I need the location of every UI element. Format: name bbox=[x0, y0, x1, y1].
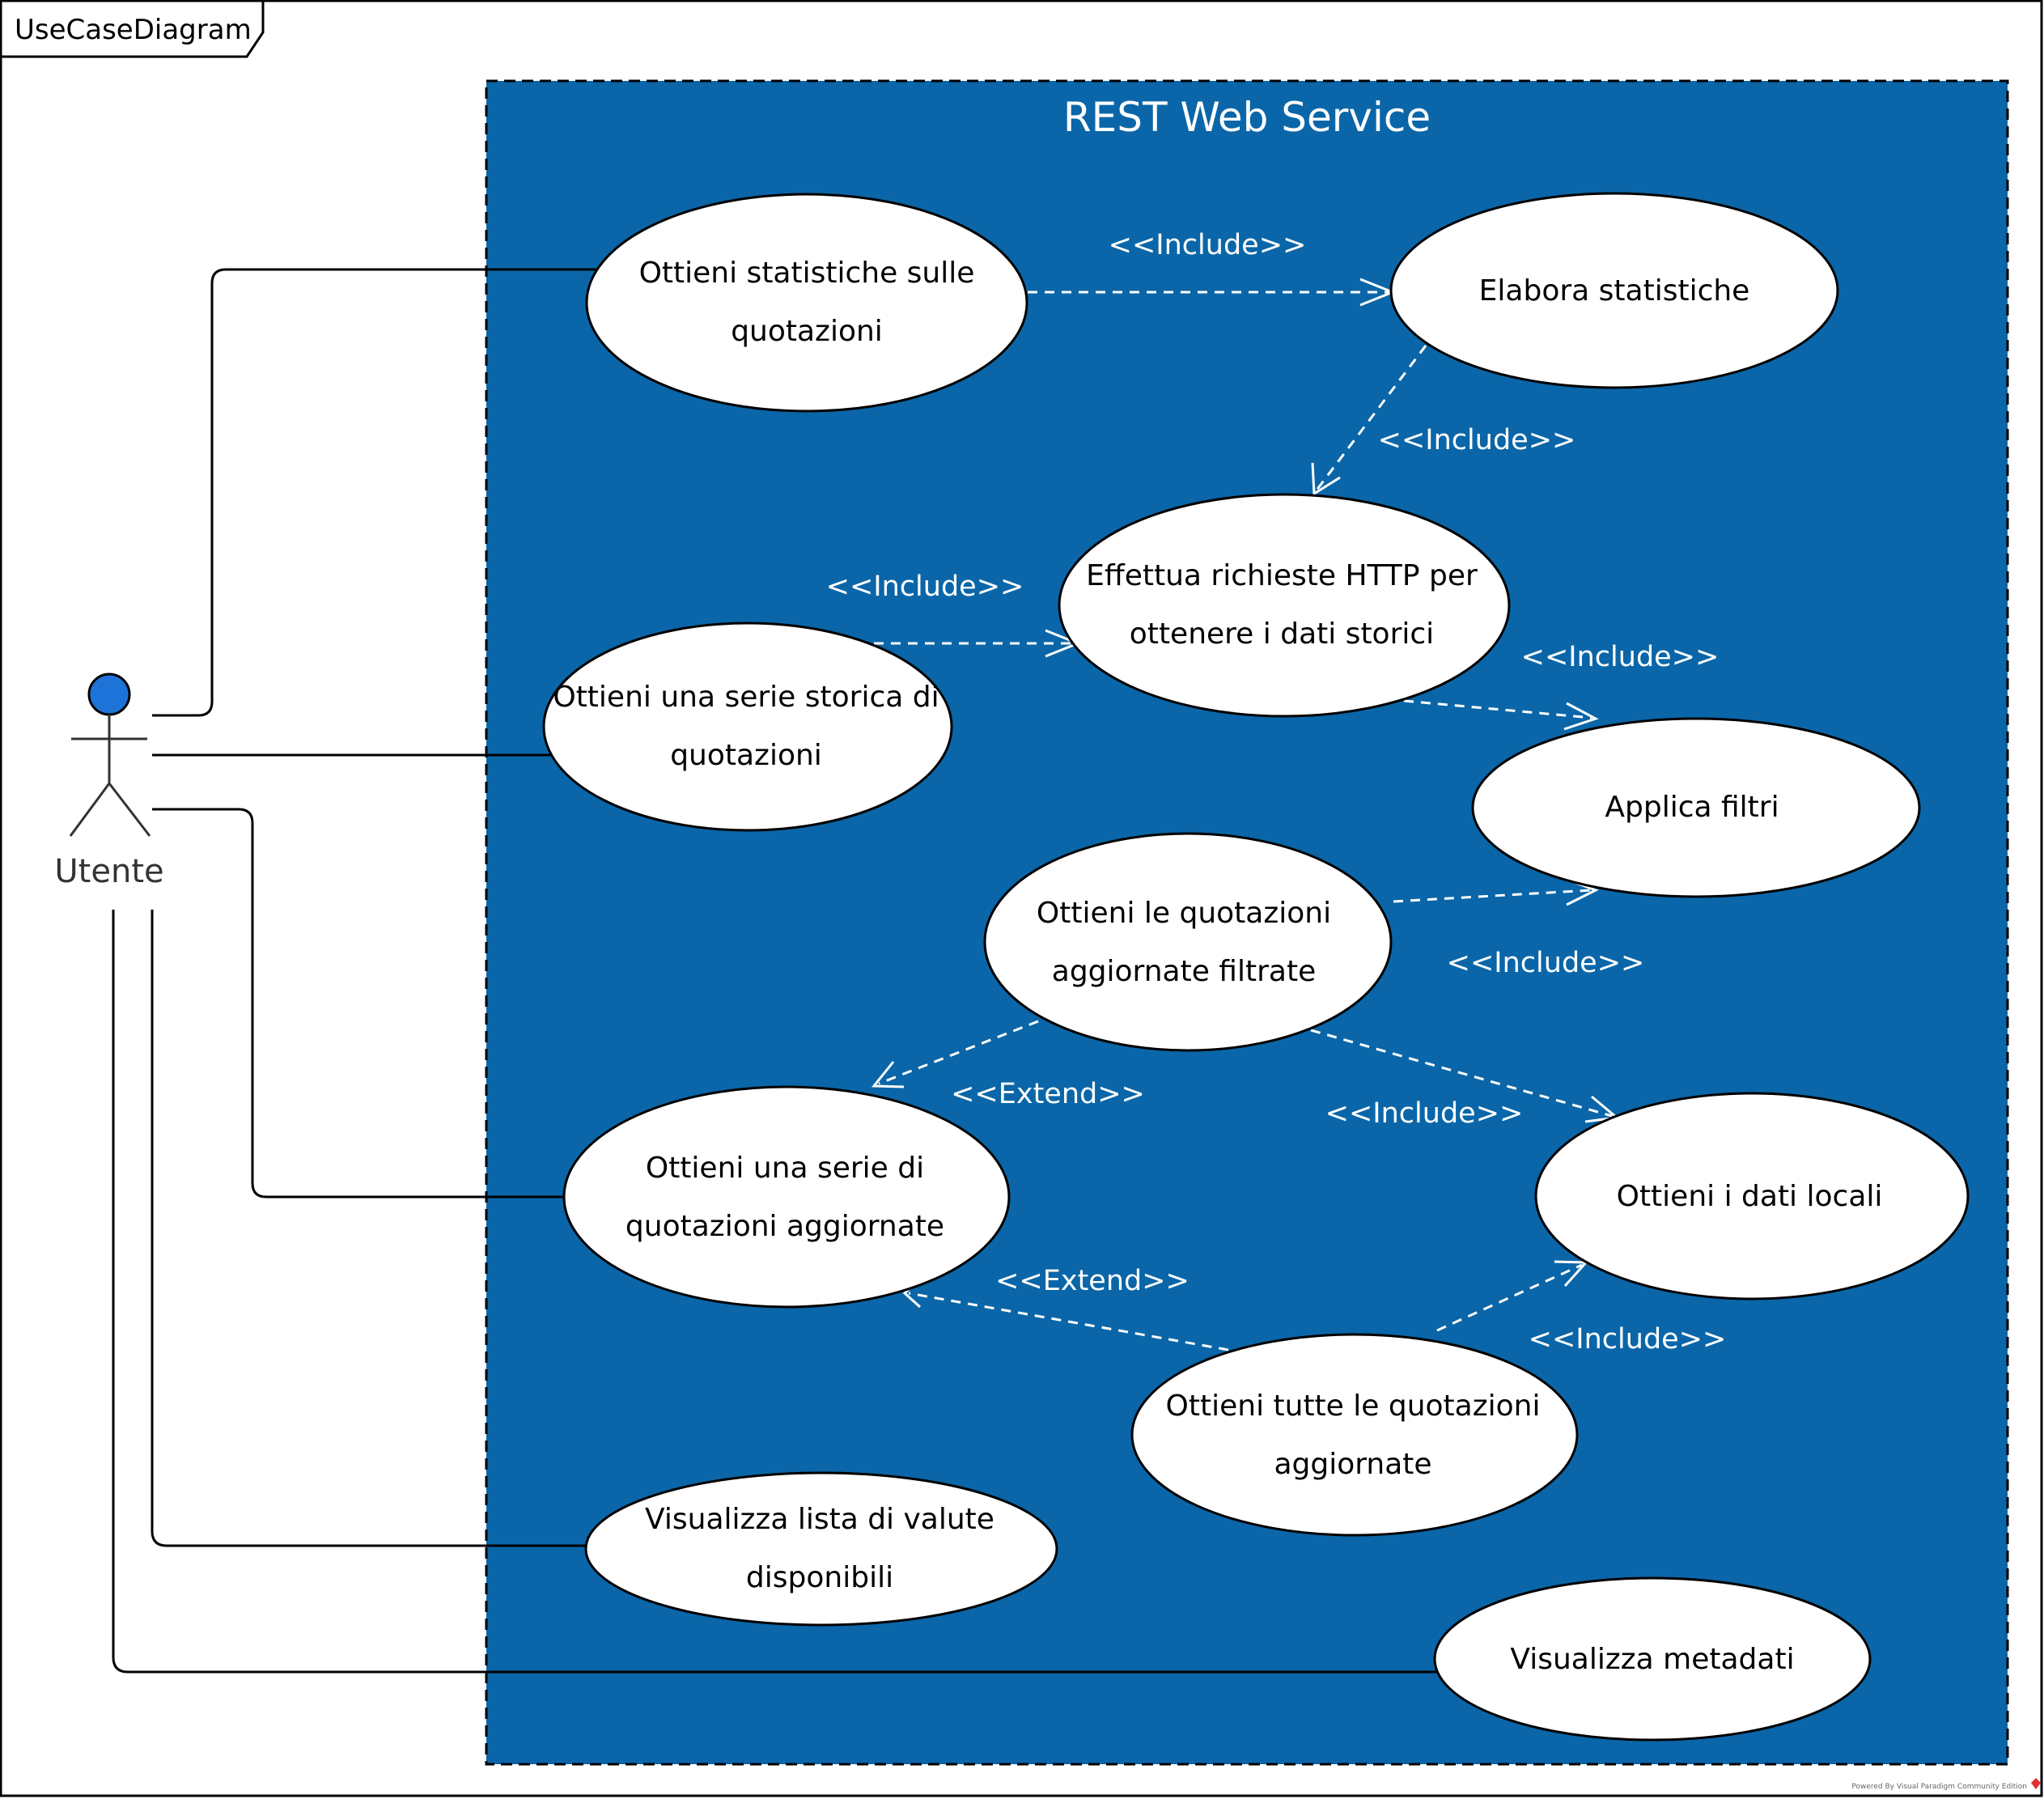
include-elabora-http bbox=[1314, 345, 1427, 492]
usecase-label: Ottieni le quotazioni bbox=[1037, 897, 1331, 930]
label-extend-tutte: <<Extend>> bbox=[995, 1265, 1190, 1297]
usecase-dati-locali[interactable]: Ottieni i dati locali bbox=[1534, 1092, 1970, 1300]
usecase-label: Ottieni statistiche sulle bbox=[639, 257, 975, 290]
label-include-filtrate-locali: <<Include>> bbox=[1325, 1097, 1524, 1130]
usecase-tutte-quotazioni[interactable]: Ottieni tutte le quotazioni aggiornate bbox=[1130, 1333, 1579, 1537]
arrowhead-http-filtri bbox=[1563, 702, 1599, 731]
usecase-elabora-statistiche[interactable]: Elabora statistiche bbox=[1389, 192, 1839, 389]
association-stats bbox=[152, 268, 599, 717]
include-filtrate-locali bbox=[1310, 1029, 1613, 1118]
arrowhead-elabora-http bbox=[1311, 462, 1341, 496]
actor-head bbox=[87, 673, 131, 716]
usecase-label: quotazioni aggiornate bbox=[625, 1210, 944, 1243]
usecase-label: ottenere i dati storici bbox=[1130, 617, 1434, 651]
usecase-metadati[interactable]: Visualizza metadati bbox=[1433, 1576, 1872, 1742]
label-include-http-filtri: <<Include>> bbox=[1521, 641, 1720, 673]
usecase-ottieni-statistiche[interactable]: Ottieni statistiche sulle quotazioni bbox=[585, 193, 1028, 413]
extend-tutte-serie bbox=[908, 1292, 1229, 1351]
usecase-label: Visualizza lista di valute bbox=[645, 1503, 994, 1536]
extend-filtrate-serie bbox=[878, 1020, 1039, 1085]
usecase-serie-storica[interactable]: Ottieni una serie storica di quotazioni bbox=[542, 622, 953, 832]
usecase-label: aggiornate bbox=[1274, 1448, 1431, 1481]
label-include-tutte-locali: <<Include>> bbox=[1529, 1323, 1727, 1356]
usecase-quotazioni-filtrate[interactable]: Ottieni le quotazioni aggiornate filtrat… bbox=[983, 832, 1393, 1052]
usecase-label: Ottieni una serie di bbox=[646, 1152, 924, 1185]
frame-label: UseCaseDiagram bbox=[15, 14, 252, 46]
usecase-label: Applica filtri bbox=[1605, 791, 1779, 824]
association-metadati bbox=[112, 910, 1438, 1674]
usecase-label: Ottieni tutte le quotazioni bbox=[1166, 1390, 1541, 1423]
label-include-stats-elabora: <<Include>> bbox=[1109, 229, 1307, 261]
include-tutte-locali bbox=[1436, 1263, 1583, 1332]
usecase-label: quotazioni bbox=[670, 739, 822, 772]
usecase-label: Ottieni i dati locali bbox=[1617, 1180, 1883, 1213]
actor-leg-left bbox=[69, 783, 111, 837]
usecase-label: Ottieni una serie storica di bbox=[553, 681, 939, 714]
vp-logo-icon bbox=[2031, 1778, 2041, 1789]
footer-watermark: Powered By Visual Paradigm Community Edi… bbox=[1851, 1783, 2027, 1791]
system-boundary-title: REST Web Service bbox=[1063, 94, 1431, 141]
usecase-lista-valute[interactable]: Visualizza lista di valute disponibili bbox=[584, 1471, 1058, 1627]
usecase-label: quotazioni bbox=[731, 315, 883, 348]
label-include-serie-storica-http: <<Include>> bbox=[826, 571, 1024, 603]
actor-leg-right bbox=[108, 783, 151, 837]
actor-utente[interactable]: Utente bbox=[54, 673, 164, 890]
usecase-label: Effettua richieste HTTP per bbox=[1086, 559, 1478, 592]
usecase-effettua-richieste-http[interactable]: Effettua richieste HTTP per ottenere i d… bbox=[1058, 493, 1511, 718]
include-http-filtri bbox=[1403, 699, 1592, 719]
usecase-label: aggiornate filtrate bbox=[1052, 955, 1316, 988]
usecase-label: disponibili bbox=[746, 1561, 893, 1594]
usecase-label: Elabora statistiche bbox=[1479, 274, 1750, 308]
usecase-serie-aggiornate[interactable]: Ottieni una serie di quotazioni aggiorna… bbox=[562, 1085, 1011, 1309]
usecase-applica-filtri[interactable]: Applica filtri bbox=[1471, 717, 1921, 898]
frame-label-tab bbox=[0, 0, 265, 58]
arrowhead-extend-filtrate bbox=[871, 1061, 905, 1088]
association-serie-aggiornate bbox=[152, 808, 564, 1199]
label-include-filtrate-filtri: <<Include>> bbox=[1447, 947, 1645, 979]
association-valute bbox=[151, 910, 587, 1547]
label-extend-filtrate: <<Extend>> bbox=[951, 1078, 1145, 1110]
usecase-label: Visualizza metadati bbox=[1510, 1643, 1794, 1676]
actor-label: Utente bbox=[54, 853, 163, 890]
label-include-elabora-http: <<Include>> bbox=[1378, 424, 1576, 456]
